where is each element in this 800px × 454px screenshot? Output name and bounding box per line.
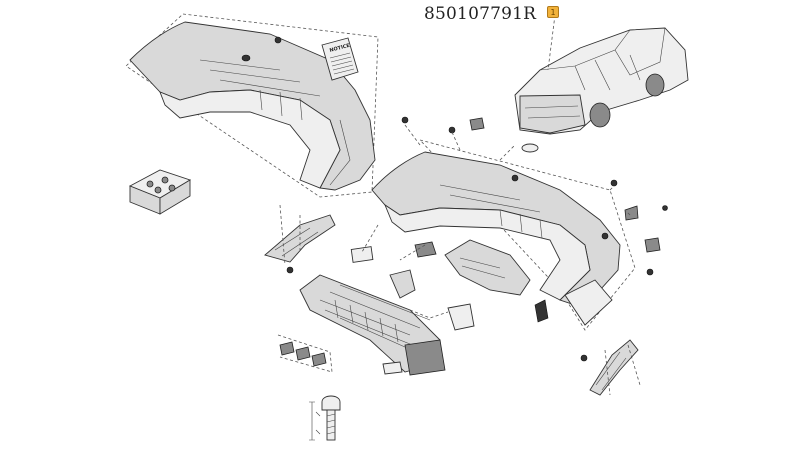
vehicle-reference-drawing (514, 27, 689, 135)
rear-bumper-upper-view (125, 13, 379, 198)
screw-c (601, 232, 609, 240)
leader-lines (361, 14, 631, 319)
rear-center-panel (444, 239, 531, 296)
clip-b (534, 299, 549, 323)
small-parts (286, 116, 668, 375)
clip-set (277, 334, 333, 373)
screw-h (580, 354, 588, 362)
clip-d (644, 237, 661, 253)
callout-marker[interactable]: 1 (547, 6, 559, 18)
bracket-b (389, 269, 416, 299)
screw-b (610, 179, 618, 187)
left-side-bracket (264, 204, 336, 266)
part-number: 850107791R (424, 4, 537, 24)
bolt-detail (309, 395, 341, 441)
notice-text: NOTICE (329, 43, 351, 54)
fastener-kit-box (128, 169, 192, 215)
clip-c (624, 205, 639, 221)
screw-a (646, 268, 654, 276)
reflector-right (447, 303, 475, 331)
rear-bumper-main (371, 139, 636, 331)
clip-a (469, 117, 485, 131)
license-lamp (350, 246, 374, 263)
small-pad (382, 361, 403, 375)
screw-f (662, 205, 668, 211)
screw-g (286, 266, 294, 274)
bracket-a (414, 241, 437, 258)
right-side-bracket (589, 339, 641, 396)
screw-d (448, 126, 456, 134)
bumper-reinforcement-beam (299, 274, 446, 376)
screw-e (401, 116, 409, 124)
notice-document: NOTICE (321, 37, 359, 81)
